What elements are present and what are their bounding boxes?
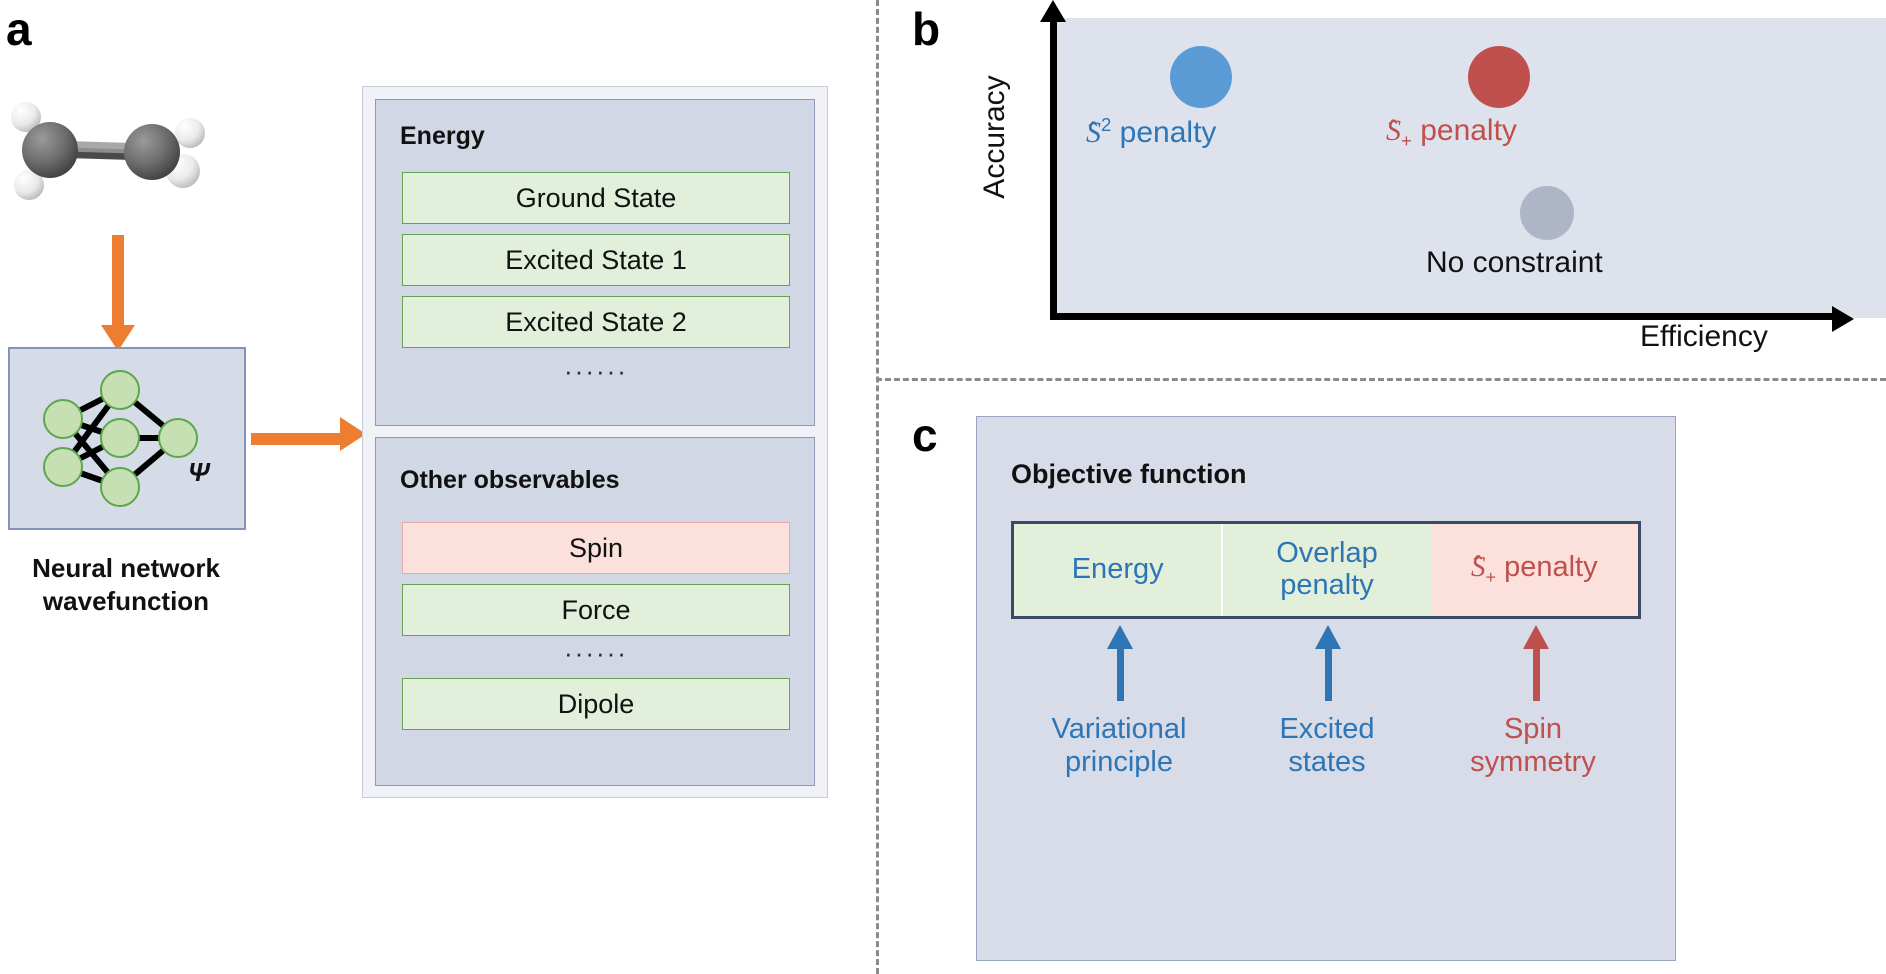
arrow-down-molecule-to-network [112,235,124,335]
arrow-spin-symmetry [1533,647,1540,701]
scatter-point-splus-penalty[interactable] [1468,46,1530,108]
nn-node-hidden-1 [100,370,140,410]
accuracy-efficiency-plot-area: S2 penalty S+ penalty No constraint [1056,18,1886,318]
s-hat-symbol: S [1386,114,1401,147]
s-hat-symbol: S [1471,551,1486,583]
s2-penalty-text: penalty [1111,116,1217,149]
observable-row-spin[interactable]: Spin [402,522,790,574]
observable-row-force[interactable]: Force [402,584,790,636]
scatter-point-no-constraint[interactable] [1520,186,1574,240]
nn-node-input-1 [43,399,83,439]
objective-term-splus-penalty[interactable]: S+ penalty [1430,524,1638,616]
nn-node-input-2 [43,447,83,487]
objective-term-energy[interactable]: Energy [1014,524,1222,616]
arrow-head-variational-principle [1107,625,1133,649]
scatter-label-s2-penalty: S2 penalty [1086,114,1216,150]
arrow-head-excited-states [1315,625,1341,649]
y-axis-arrow-icon [1040,0,1066,22]
caption-line-1: Neural network [32,553,220,583]
y-axis-line [1050,18,1057,320]
nn-node-hidden-2 [100,418,140,458]
panel-b-letter: b [912,3,941,55]
energy-row-ground-state[interactable]: Ground State [402,172,790,224]
panel-a-letter: a [6,3,32,55]
nn-node-output [158,418,198,458]
observable-row-dipole[interactable]: Dipole [402,678,790,730]
arrow-excited-states [1325,647,1332,701]
scatter-label-no-constraint: No constraint [1426,246,1603,279]
scatter-label-splus-penalty: S+ penalty [1386,114,1517,152]
observables-panel-title: Other observables [400,466,620,494]
x-axis-arrow-icon [1832,306,1854,332]
x-axis-label: Efficiency [1640,320,1768,353]
x-axis-line [1050,313,1840,320]
nn-node-hidden-3 [100,467,140,507]
arrow-right-network-to-outcomes [251,433,349,445]
panel-a: a [0,0,880,974]
horizontal-divider [876,378,1886,381]
panel-c-letter: c [912,409,938,461]
energy-row-excited-state-2[interactable]: Excited State 2 [402,296,790,348]
other-observables-panel: Other observables Spin Force ······ Dipo… [375,437,815,786]
splus-subscript: + [1485,567,1497,587]
s-hat-symbol: S [1086,116,1101,149]
vertical-divider [876,0,879,974]
arrow-right-head-icon [340,417,366,451]
neural-network-graph [43,370,198,507]
objective-function-title: Objective function [1011,459,1247,489]
outcomes-container: Energy Ground State Excited State 1 Exci… [362,86,828,798]
neural-network-box: Ψ [8,347,246,530]
y-axis-label: Accuracy [978,75,1011,199]
s2-superscript: 2 [1101,114,1112,135]
neural-network-caption: Neural network wavefunction [0,552,252,617]
splus-subscript: + [1401,130,1412,151]
psi-label: Ψ [188,457,210,487]
energy-row-excited-state-1[interactable]: Excited State 1 [402,234,790,286]
observables-ellipsis: ······ [564,638,628,668]
energy-panel: Energy Ground State Excited State 1 Exci… [375,99,815,426]
caption-line-2: wavefunction [42,585,210,616]
splus-penalty-text: penalty [1411,114,1517,147]
arrow-variational-principle [1117,647,1124,701]
splus-penalty-text: penalty [1496,551,1598,584]
scatter-point-s2-penalty[interactable] [1170,46,1232,108]
arrow-head-spin-symmetry [1523,625,1549,649]
energy-panel-title: Energy [400,122,485,150]
arrow-down-head-icon [101,325,135,351]
energy-ellipsis: ······ [564,356,628,386]
molecule-svg [11,102,205,200]
ethylene-molecule [8,70,258,250]
panel-b: b S2 penalty S+ penalty No constraint Ac… [900,0,1886,378]
